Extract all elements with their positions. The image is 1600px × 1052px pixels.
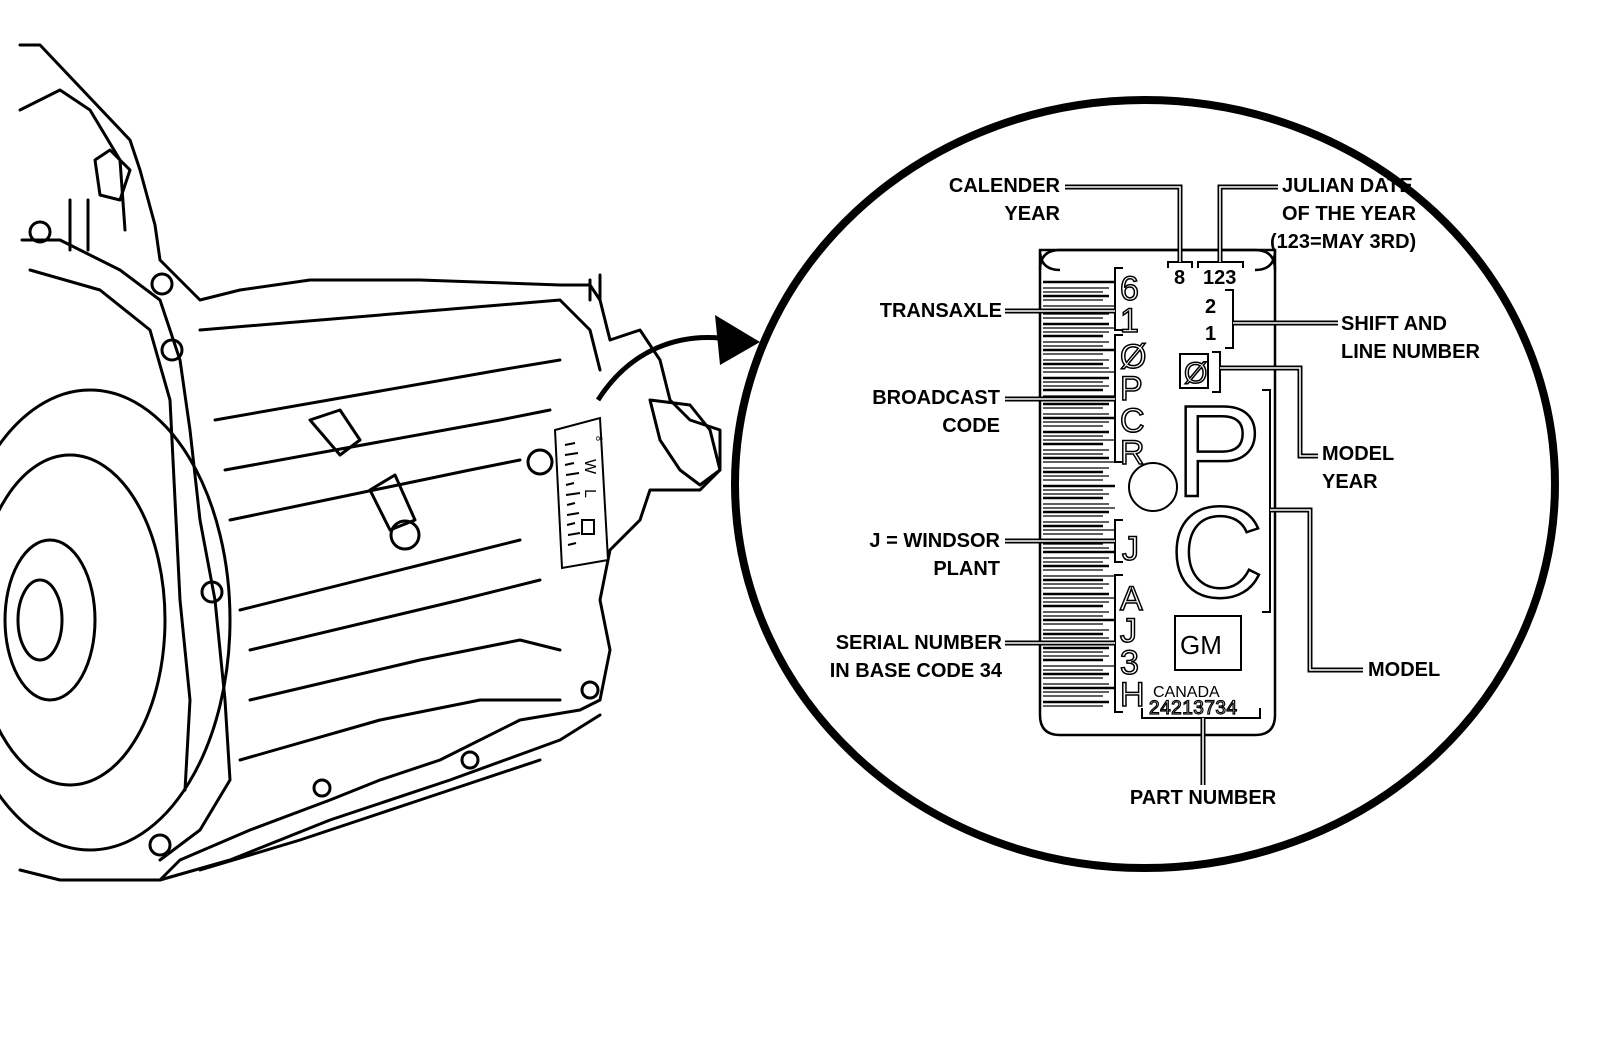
id-label-card bbox=[1038, 248, 1277, 737]
broadcast-code-callout: BROADCAST CODE bbox=[840, 384, 1000, 440]
case-label-letter-l: L bbox=[581, 489, 598, 498]
calendar-year-callout: CALENDER YEAR bbox=[900, 172, 1060, 228]
calendar-year-callout-line2: YEAR bbox=[1004, 203, 1060, 225]
julian-date-callout-line3: (123=MAY 3RD) bbox=[1270, 231, 1417, 253]
serial-code-2: J bbox=[1120, 612, 1137, 650]
bracket-model-year bbox=[1212, 351, 1221, 393]
calendar-year-digit: 8 bbox=[1174, 267, 1185, 289]
transaxle-code-1: 6 bbox=[1120, 270, 1139, 308]
gm-logo-box bbox=[1174, 615, 1242, 671]
broadcast-code-2: P bbox=[1120, 370, 1143, 408]
model-letter-p: P bbox=[1175, 378, 1262, 524]
shift-line-callout: SHIFT AND LINE NUMBER bbox=[1341, 310, 1511, 366]
plant-code: J bbox=[1122, 530, 1139, 568]
broadcast-code-1: Ø bbox=[1120, 338, 1146, 376]
serial-code-4: H bbox=[1120, 676, 1145, 714]
zoom-arrow bbox=[595, 315, 760, 402]
calendar-year-callout-line1: CALENDER bbox=[948, 175, 1060, 197]
shift-line-callout-line1: SHIFT AND bbox=[1341, 313, 1447, 335]
bracket-model bbox=[1262, 389, 1271, 613]
julian-date-callout: JULIAN DATE OF THE YEAR (123=MAY 3RD) bbox=[1270, 172, 1440, 256]
transaxle-callout: TRANSAXLE bbox=[879, 300, 1002, 322]
canada-text: CANADA bbox=[1153, 684, 1220, 701]
case-label-digit: 8 bbox=[594, 436, 604, 441]
part-number-callout: PART NUMBER bbox=[1129, 787, 1277, 809]
serial-number-callout-line1: SERIAL NUMBER bbox=[835, 632, 1002, 654]
barcode bbox=[1043, 280, 1115, 707]
windsor-plant-callout-line2: PLANT bbox=[933, 558, 1000, 580]
julian-date-callout-line2: OF THE YEAR bbox=[1282, 203, 1417, 225]
transaxle-housing-drawing bbox=[0, 43, 722, 882]
part-number-code: 24213734 bbox=[1149, 698, 1238, 719]
shift-digit: 2 bbox=[1205, 296, 1216, 318]
model-callout: MODEL bbox=[1368, 659, 1441, 681]
serial-number-callout: SERIAL NUMBER IN BASE CODE 34 bbox=[790, 629, 1002, 685]
model-year-callout-line2: YEAR bbox=[1322, 471, 1378, 493]
model-year-box bbox=[1179, 353, 1209, 389]
model-year-glyph: Ø bbox=[1184, 357, 1207, 390]
serial-code-3: 3 bbox=[1120, 644, 1139, 682]
case-label-letter-w: W bbox=[581, 459, 598, 475]
serial-code-1: A bbox=[1120, 580, 1143, 618]
windsor-plant-callout: J = WINDSOR PLANT bbox=[820, 527, 1000, 583]
bracket-shift-line bbox=[1225, 289, 1234, 349]
transaxle-code-2: 1 bbox=[1120, 302, 1139, 340]
windsor-plant-callout-line1: J = WINDSOR bbox=[869, 530, 1000, 552]
label-stamp-circle bbox=[1128, 462, 1178, 512]
broadcast-code-callout-line2: CODE bbox=[942, 415, 1000, 437]
broadcast-code-callout-line1: BROADCAST bbox=[872, 387, 1000, 409]
model-letter-c: C bbox=[1170, 479, 1264, 625]
model-year-callout-line1: MODEL bbox=[1322, 443, 1395, 465]
bracket-transaxle bbox=[1114, 267, 1123, 331]
model-year-callout: MODEL YEAR bbox=[1322, 440, 1432, 496]
julian-date-callout-line1: JULIAN DATE bbox=[1282, 175, 1413, 197]
broadcast-code-3: C bbox=[1120, 402, 1145, 440]
line-digit: 1 bbox=[1205, 323, 1216, 345]
case-id-label: W L 8 bbox=[553, 416, 610, 570]
serial-number-callout-line2: IN BASE CODE 34 bbox=[829, 660, 1002, 682]
gm-logo: GM bbox=[1180, 630, 1222, 660]
julian-date-digits: 123 bbox=[1203, 267, 1236, 289]
shift-line-callout-line2: LINE NUMBER bbox=[1341, 341, 1480, 363]
